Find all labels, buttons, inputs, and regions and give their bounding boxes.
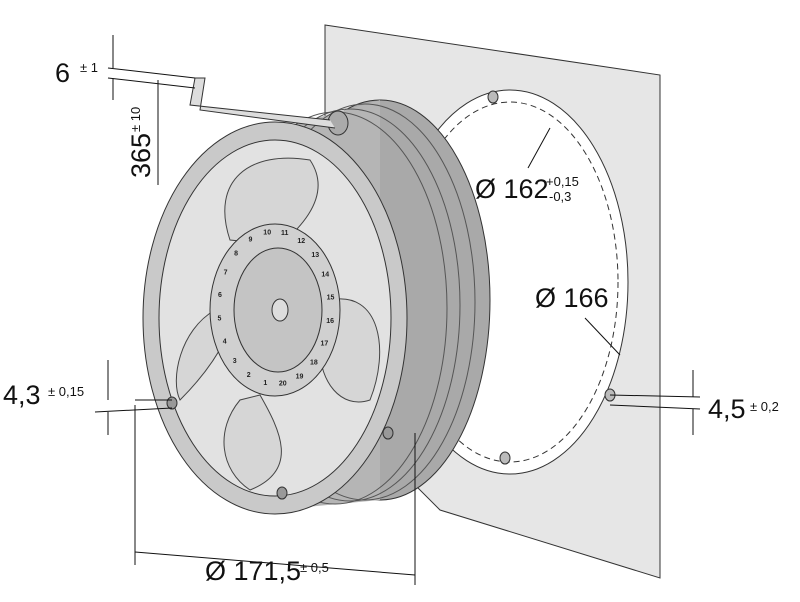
cable-strip-value: 6 (55, 58, 70, 88)
hub-scale-number: 10 (263, 230, 271, 237)
fan-hole-left (166, 396, 178, 410)
hub-scale-number: 16 (326, 318, 334, 325)
hub-scale-number: 14 (321, 272, 329, 279)
fan-hole-tol: ± 0,15 (48, 384, 84, 399)
hub-scale-number: 15 (327, 294, 335, 301)
cutout-tol-minus: -0,3 (549, 189, 571, 204)
cable-length-value: 365 (126, 133, 156, 178)
hub-scale-number: 4 (223, 338, 227, 345)
hub-scale-number: 3 (233, 358, 237, 365)
hub-scale-number: 13 (311, 252, 319, 259)
fan-hole-bottom (276, 486, 288, 500)
hub-scale-number: 8 (234, 250, 238, 257)
panel-hole-value: 4,5 (708, 394, 746, 424)
hub-scale-number: 2 (247, 372, 251, 379)
cable-length-tol: ± 10 (128, 107, 143, 132)
hub-scale-number: 18 (310, 360, 318, 367)
panel-hole-top (487, 90, 499, 104)
hub-scale-number: 5 (218, 316, 222, 323)
cable (189, 77, 336, 129)
hole-circle-dashed (401, 101, 619, 463)
cutout-tol-plus: +0,15 (546, 174, 579, 189)
hub-scale-number: 9 (249, 237, 253, 244)
fan-diameter-tol: ± 0,5 (300, 560, 329, 575)
hub-scale-number: 11 (281, 230, 289, 237)
hub-scale-number: 6 (218, 292, 222, 299)
fan-hole-value: 4,3 (3, 380, 41, 410)
panel-hole-tol: ± 0,2 (750, 399, 779, 414)
hub-scale-number: 19 (296, 373, 304, 380)
panel-hole-bottom (499, 451, 511, 465)
fan-diameter-value: Ø 171,5 (205, 556, 301, 586)
hub-scale-number: 17 (321, 341, 329, 348)
hub-scale-number: 7 (224, 269, 228, 276)
fan-hole-right (382, 426, 394, 440)
hub-scale-number: 1 (263, 380, 267, 387)
hole-circle-value: Ø 166 (535, 283, 609, 313)
cutout-diameter-value: Ø 162 (475, 174, 549, 204)
dimension-lines (94, 35, 701, 585)
hub-scale-number: 12 (297, 238, 305, 245)
cable-strip-tol: ± 1 (80, 60, 98, 75)
hub-scale-number: 20 (279, 380, 287, 387)
